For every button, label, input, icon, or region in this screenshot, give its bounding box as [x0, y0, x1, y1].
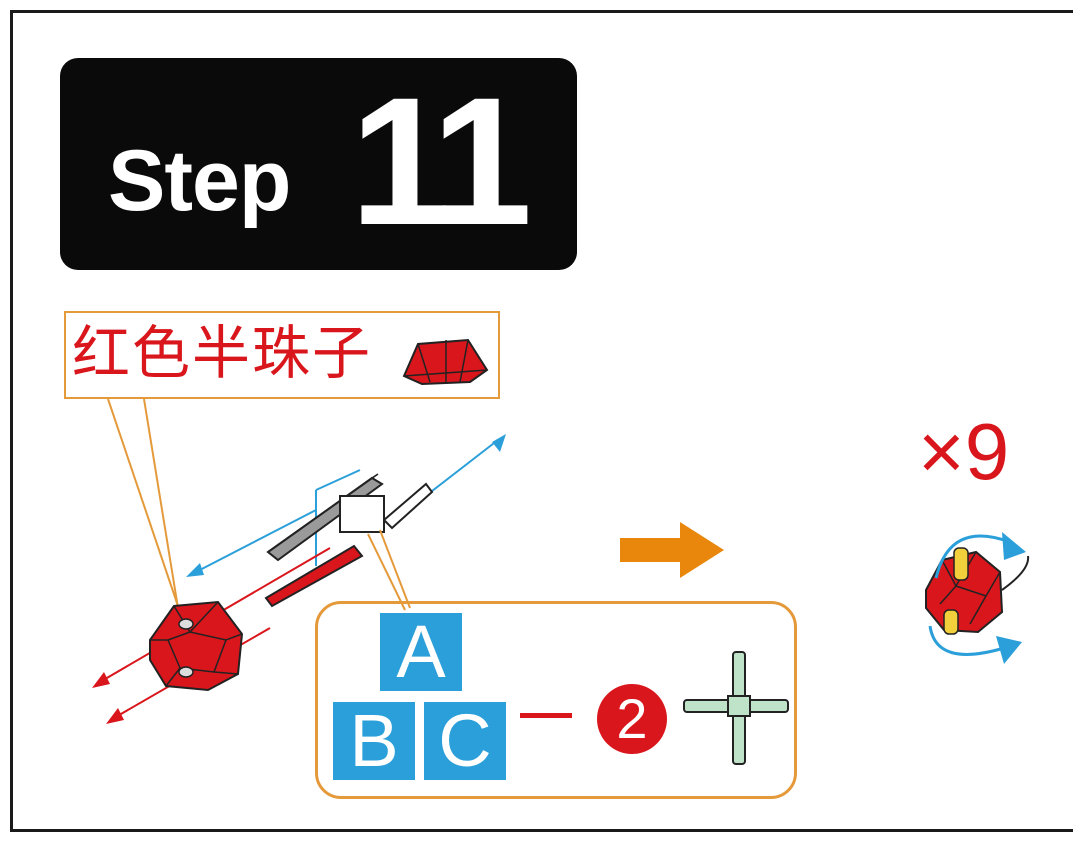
rotate-arrow-icon	[928, 532, 1026, 664]
finished-bead-icon	[925, 547, 1030, 635]
parts-dash	[520, 713, 572, 718]
white-plate	[382, 482, 434, 530]
label-leader-lines	[107, 398, 181, 613]
step-word: Step	[108, 133, 291, 229]
multiplier-label: ×9	[918, 407, 1010, 496]
arrow-right-icon	[620, 522, 724, 578]
part-number-badge: 2	[597, 684, 667, 754]
bead-label: 红色半珠子	[72, 319, 373, 387]
cross-connector-icon	[683, 651, 789, 765]
part-letter-b: B	[333, 702, 415, 780]
red-bead-ball-icon	[149, 600, 244, 692]
part-letter-a: A	[380, 613, 462, 691]
connector-square	[339, 495, 411, 611]
step-number: 11	[350, 59, 532, 263]
red-plate	[264, 544, 364, 608]
part-letter-c: C	[424, 702, 506, 780]
red-half-bead-icon	[402, 338, 489, 386]
step-header	[60, 58, 577, 270]
